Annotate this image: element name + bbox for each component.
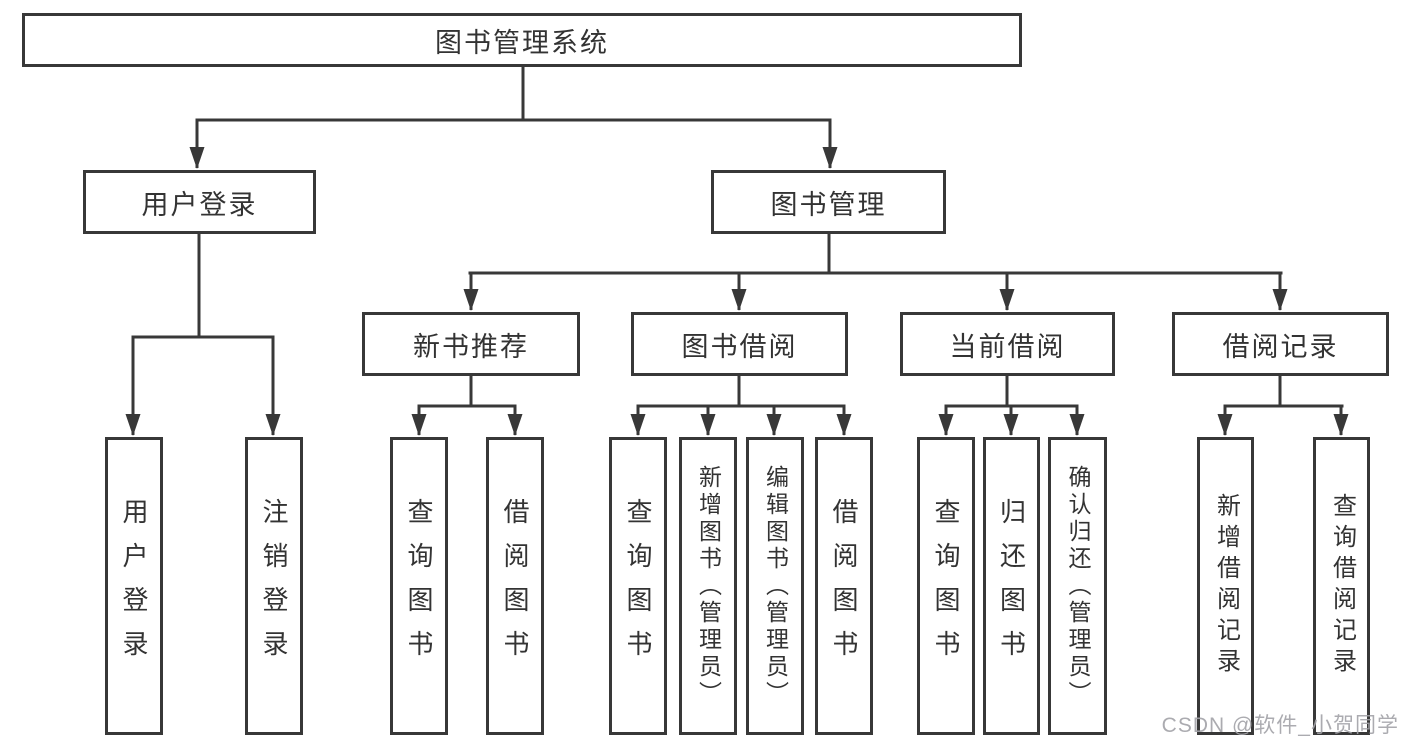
connector-rails <box>131 65 1344 408</box>
node-label: 查询图书 <box>931 498 961 674</box>
leaf-query-books: 查询图书 <box>609 437 667 735</box>
node-label: 查询借阅记录 <box>1328 493 1356 679</box>
leaf-edit-books-admin: 编辑图书（管理员） <box>746 437 804 735</box>
node-label: 借阅记录 <box>1222 331 1339 362</box>
leaf-add-borrow-record: 新增借阅记录 <box>1197 437 1254 735</box>
node-label: 编辑图书（管理员） <box>762 464 789 708</box>
node-label: 图书管理 <box>770 189 887 220</box>
leaf-query-borrow-record: 查询借阅记录 <box>1313 437 1370 735</box>
leaf-confirm-return-admin: 确认归还（管理员） <box>1048 437 1107 735</box>
node-label: 图书借阅 <box>681 331 798 362</box>
leaf-add-books-admin: 新增图书（管理员） <box>679 437 737 735</box>
node-library-system: 图书管理系统 <box>22 13 1022 67</box>
node-book-management: 图书管理 <box>711 170 946 234</box>
node-label: 借阅图书 <box>500 498 530 674</box>
node-borrow-records: 借阅记录 <box>1172 312 1389 376</box>
node-label: 图书管理系统 <box>435 27 609 58</box>
node-label: 归还图书 <box>996 498 1027 674</box>
node-label: 新增借阅记录 <box>1212 493 1240 679</box>
node-label: 新书推荐 <box>413 331 529 362</box>
leaf-query-books: 查询图书 <box>917 437 975 735</box>
node-label: 用户登录 <box>141 189 258 220</box>
leaf-logout: 注销登录 <box>245 437 303 735</box>
leaf-user-login: 用户登录 <box>105 437 163 735</box>
node-label: 新增图书（管理员） <box>695 464 722 708</box>
node-label: 注销登录 <box>259 498 289 674</box>
node-new-book-recommend: 新书推荐 <box>362 312 580 376</box>
node-label: 当前借阅 <box>949 331 1066 362</box>
node-current-borrow: 当前借阅 <box>900 312 1115 376</box>
leaf-return-books: 归还图书 <box>983 437 1040 735</box>
node-user-login-branch: 用户登录 <box>83 170 316 234</box>
node-label: 借阅图书 <box>829 498 859 674</box>
leaf-borrow-books: 借阅图书 <box>486 437 544 735</box>
node-label: 确认归还（管理员） <box>1065 464 1091 708</box>
csdn-watermark: CSDN @软件_小贺同学 <box>1161 714 1399 737</box>
leaf-query-books: 查询图书 <box>390 437 448 735</box>
leaf-borrow-books: 借阅图书 <box>815 437 873 735</box>
node-label: 用户登录 <box>119 498 149 674</box>
node-label: 查询图书 <box>623 498 653 674</box>
node-label: 查询图书 <box>404 498 434 674</box>
node-book-borrow: 图书借阅 <box>631 312 848 376</box>
